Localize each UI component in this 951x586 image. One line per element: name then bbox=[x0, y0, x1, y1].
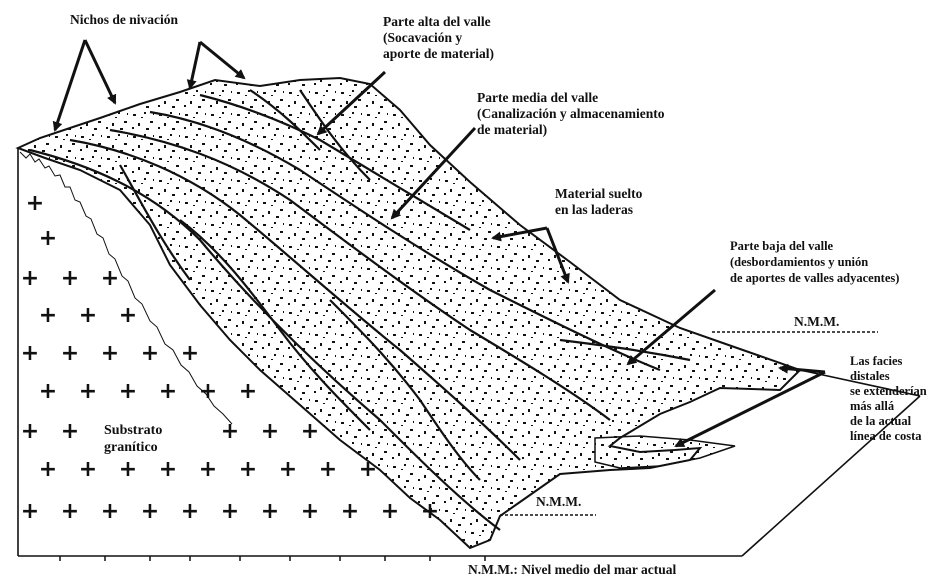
substrate-plus-mark: + bbox=[79, 303, 97, 328]
label-nmm-upper: N.M.M. bbox=[794, 314, 839, 330]
label-parte-alta-line-3: aporte de material) bbox=[383, 46, 494, 62]
substrate-plus-mark: + bbox=[159, 457, 177, 482]
label-parte-media: Parte media del valle (Canalización y al… bbox=[477, 90, 664, 138]
label-facies: Las facies distales se extenderían más a… bbox=[850, 354, 927, 444]
substrate-plus-mark: + bbox=[119, 457, 137, 482]
substrate-plus-mark: + bbox=[39, 226, 57, 251]
label-facies-line-5: de la actual bbox=[850, 414, 927, 429]
substrate-plus-mark: + bbox=[181, 341, 199, 366]
label-substrato: Substrato granítico bbox=[104, 422, 162, 456]
substrate-plus-mark: + bbox=[301, 419, 319, 444]
label-parte-media-line-3: de material) bbox=[477, 122, 664, 138]
substrate-plus-mark: + bbox=[61, 266, 79, 291]
substrate-plus-mark: + bbox=[319, 457, 337, 482]
substrate-plus-mark: + bbox=[79, 457, 97, 482]
substrate-plus-mark: + bbox=[119, 379, 137, 404]
label-parte-baja-line-1: Parte baja del valle bbox=[730, 238, 899, 254]
legend-nmm: N.M.M.: Nivel medio del mar actual bbox=[468, 562, 676, 578]
label-facies-line-2: distales bbox=[850, 369, 927, 384]
distal-fan bbox=[595, 436, 735, 468]
substrate-plus-mark: + bbox=[21, 341, 39, 366]
label-facies-line-6: línea de costa bbox=[850, 429, 927, 444]
substrate-plus-mark: + bbox=[341, 499, 359, 524]
substrate-plus-mark: + bbox=[101, 266, 119, 291]
label-nichos-text: Nichos de nivación bbox=[70, 12, 178, 28]
label-parte-alta: Parte alta del valle (Socavación y aport… bbox=[383, 14, 494, 62]
substrate-plus-mark: + bbox=[141, 499, 159, 524]
label-parte-alta-line-1: Parte alta del valle bbox=[383, 14, 494, 30]
label-material-suelto-line-2: en las laderas bbox=[555, 202, 642, 218]
substrate-plus-mark: + bbox=[101, 341, 119, 366]
label-material-suelto: Material suelto en las laderas bbox=[555, 186, 642, 218]
label-parte-baja-line-3: de aportes de valles adyacentes) bbox=[730, 270, 899, 286]
label-nichos: Nichos de nivación bbox=[70, 12, 178, 28]
substrate-plus-mark: + bbox=[159, 379, 177, 404]
substrate-plus-mark: + bbox=[261, 419, 279, 444]
label-parte-alta-line-2: (Socavación y bbox=[383, 30, 494, 46]
label-parte-media-line-2: (Canalización y almacenamiento bbox=[477, 106, 664, 122]
substrate-plus-mark: + bbox=[21, 266, 39, 291]
label-nmm-upper-text: N.M.M. bbox=[794, 314, 839, 330]
substrate-plus-mark: + bbox=[199, 379, 217, 404]
legend-nmm-text: N.M.M.: Nivel medio del mar actual bbox=[468, 562, 676, 578]
substrate-plus-mark: + bbox=[21, 499, 39, 524]
substrate-plus-mark: + bbox=[21, 419, 39, 444]
substrate-plus-mark: + bbox=[261, 499, 279, 524]
label-nmm-lower: N.M.M. bbox=[536, 494, 581, 510]
substrate-plus-mark: + bbox=[119, 303, 137, 328]
label-material-suelto-line-1: Material suelto bbox=[555, 186, 642, 202]
substrate-plus-mark: + bbox=[61, 499, 79, 524]
substrate-plus-mark: + bbox=[141, 341, 159, 366]
label-substrato-line-2: granítico bbox=[104, 439, 162, 456]
substrate-plus-mark: + bbox=[221, 419, 239, 444]
label-facies-line-3: se extenderían bbox=[850, 384, 927, 399]
substrate-plus-mark: + bbox=[181, 499, 199, 524]
substrate-plus-mark: + bbox=[301, 499, 319, 524]
substrate-plus-mark: + bbox=[79, 379, 97, 404]
label-parte-baja: Parte baja del valle (desbordamientos y … bbox=[730, 238, 899, 286]
substrate-plus-mark: + bbox=[381, 499, 399, 524]
substrate-plus-mark: + bbox=[199, 457, 217, 482]
label-substrato-line-1: Substrato bbox=[104, 422, 162, 439]
label-facies-line-1: Las facies bbox=[850, 354, 927, 369]
label-facies-line-4: más allá bbox=[850, 399, 927, 414]
substrate-plus-mark: + bbox=[61, 341, 79, 366]
label-parte-media-line-1: Parte media del valle bbox=[477, 90, 664, 106]
substrate-plus-mark: + bbox=[39, 457, 57, 482]
substrate-plus-mark: + bbox=[239, 379, 257, 404]
substrate-plus-mark: + bbox=[26, 191, 44, 216]
label-parte-baja-line-2: (desbordamientos y unión bbox=[730, 254, 899, 270]
substrate-plus-mark: + bbox=[61, 419, 79, 444]
substrate-plus-mark: + bbox=[279, 457, 297, 482]
substrate-plus-mark: + bbox=[39, 379, 57, 404]
substrate-plus-mark: + bbox=[221, 499, 239, 524]
substrate-plus-mark: + bbox=[101, 499, 119, 524]
label-nmm-lower-text: N.M.M. bbox=[536, 494, 581, 510]
substrate-plus-mark: + bbox=[239, 457, 257, 482]
substrate-plus-mark: + bbox=[39, 303, 57, 328]
